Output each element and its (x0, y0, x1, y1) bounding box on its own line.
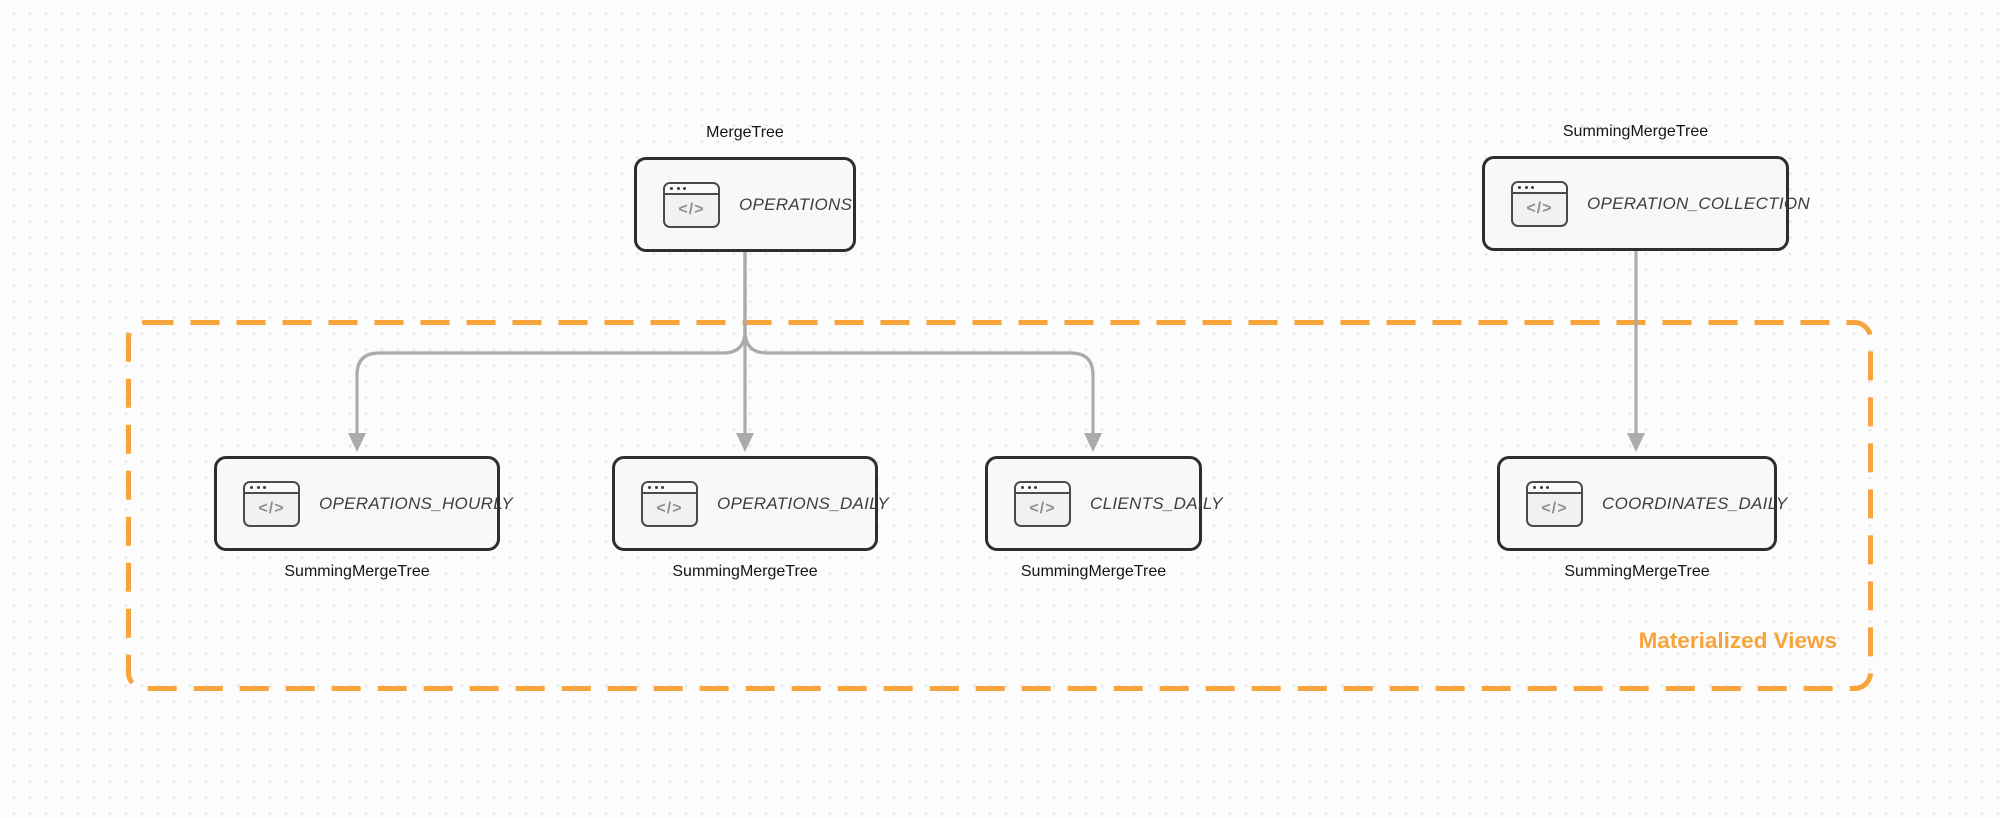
code-glyph: </> (1029, 500, 1056, 517)
code-glyph: </> (1526, 200, 1553, 217)
edge-operations-to-clients-daily (743, 250, 1095, 435)
node-title-coordinates-daily: COORDINATES_DAILY (1602, 493, 1788, 513)
node-title-operations-hourly: OPERATIONS_HOURLY (319, 493, 514, 513)
node-title-operations-daily: OPERATIONS_DAILY (717, 493, 890, 513)
node-operations-hourly[interactable]: </> OPERATIONS_HOURLY SummingMergeTree (214, 456, 513, 581)
arrowhead-clients-daily-icon (1084, 433, 1102, 452)
node-operation-collection[interactable]: SummingMergeTree </> OPERATION_COLLECTIO… (1482, 123, 1810, 251)
code-window-icon: </> (243, 480, 300, 527)
window-dot-icon (1539, 485, 1543, 489)
window-dot-icon (676, 186, 680, 190)
code-glyph: </> (656, 500, 683, 517)
window-dot-icon (1524, 185, 1528, 189)
window-dot-icon (661, 485, 664, 489)
node-box-coordinates-daily[interactable]: </> COORDINATES_DAILY (1497, 456, 1787, 551)
engine-label-operation-collection: SummingMergeTree (1562, 123, 1709, 140)
node-box-operation-collection[interactable]: </> OPERATION_COLLECTION (1482, 156, 1810, 251)
window-dot-icon (1531, 185, 1534, 189)
engine-label-operations: MergeTree (706, 124, 784, 141)
node-box-operations-hourly[interactable]: </> OPERATIONS_HOURLY (214, 456, 513, 551)
window-dot-icon (654, 485, 658, 489)
node-box-operations-daily[interactable]: </> OPERATIONS_DAILY (612, 456, 889, 551)
window-dot-icon (1533, 485, 1536, 489)
window-titlebar (1016, 482, 1069, 494)
window-titlebar (1513, 182, 1566, 194)
arrowhead-coordinates-daily-icon (1627, 433, 1645, 452)
window-dot-icon (648, 485, 651, 489)
code-glyph: </> (1541, 500, 1568, 517)
engine-label-operations-hourly: SummingMergeTree (284, 563, 430, 580)
code-window-icon: </> (641, 480, 698, 527)
node-operations[interactable]: MergeTree </> OPERATIONS (634, 124, 856, 252)
code-glyph: </> (678, 201, 705, 218)
node-clients-daily[interactable]: </> CLIENTS_DAILY SummingMergeTree (985, 456, 1222, 581)
window-dot-icon (1546, 485, 1549, 489)
window-dot-icon (1034, 485, 1037, 489)
edge-operations-to-operations-hourly (355, 250, 747, 435)
window-dot-icon (683, 186, 686, 190)
node-title-operations: OPERATIONS (739, 194, 853, 214)
window-dot-icon (250, 485, 253, 489)
arrowhead-operations-hourly-icon (348, 433, 366, 452)
node-box-operations[interactable]: </> OPERATIONS (634, 157, 856, 252)
node-box-clients-daily[interactable]: </> CLIENTS_DAILY (985, 456, 1222, 551)
node-operations-daily[interactable]: </> OPERATIONS_DAILY SummingMergeTree (612, 456, 889, 581)
arrowhead-operations-daily-icon (736, 433, 754, 452)
window-titlebar (643, 482, 696, 494)
window-dot-icon (1027, 485, 1031, 489)
code-window-icon: </> (1526, 480, 1583, 527)
code-window-icon: </> (1014, 480, 1071, 527)
window-dot-icon (256, 485, 260, 489)
window-titlebar (1528, 482, 1581, 494)
node-title-clients-daily: CLIENTS_DAILY (1090, 493, 1223, 513)
window-titlebar (245, 482, 298, 494)
engine-label-clients-daily: SummingMergeTree (1020, 563, 1167, 580)
node-title-operation-collection: OPERATION_COLLECTION (1587, 193, 1810, 213)
window-dot-icon (1021, 485, 1024, 489)
engine-label-coordinates-daily: SummingMergeTree (1564, 563, 1710, 580)
materialized-views-label: Materialized Views (1638, 628, 1837, 653)
window-dot-icon (1518, 185, 1521, 189)
code-glyph: </> (258, 500, 285, 517)
engine-label-operations-daily: SummingMergeTree (672, 563, 818, 580)
window-titlebar (665, 183, 718, 195)
code-window-icon: </> (1511, 180, 1568, 227)
node-coordinates-daily[interactable]: </> COORDINATES_DAILY SummingMergeTree (1497, 456, 1787, 581)
window-dot-icon (263, 485, 266, 489)
code-window-icon: </> (663, 181, 720, 228)
window-dot-icon (670, 186, 673, 190)
